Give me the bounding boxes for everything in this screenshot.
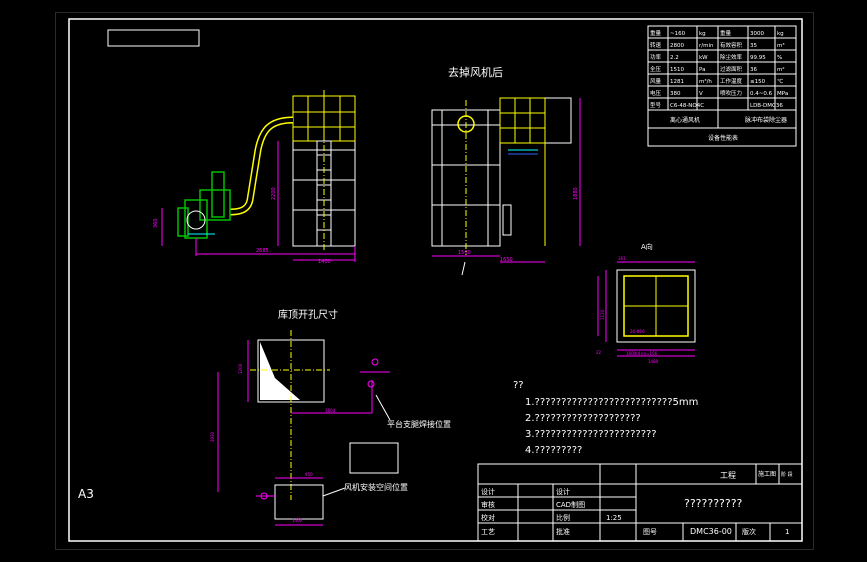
note-2: 2.????????????????????: [525, 413, 641, 424]
tb-drawing-no: DMC36-00: [690, 527, 732, 536]
tb-stage-sub: 阶 段: [781, 471, 793, 478]
spec-cell: 风量: [650, 78, 662, 85]
spec-equipment-label: 离心通风机: [670, 116, 700, 124]
rear-view: [431, 97, 581, 276]
corner-box: [107, 29, 200, 47]
tb-row2-right: 比例: [556, 513, 570, 522]
spec-cell: ~160: [670, 31, 686, 37]
title-roof-openings: 库顶开孔尺寸: [278, 308, 338, 321]
spec-cell: 全压: [650, 65, 662, 73]
dim-1400-front: 1400: [318, 259, 331, 265]
spec-cell: LDB-DMC36: [750, 103, 783, 109]
spec-cell: Pa: [699, 67, 705, 73]
spec-cell: m³: [777, 42, 785, 49]
tb-row1-label: 审核: [481, 500, 495, 509]
tb-row1-right: CAD制图: [556, 500, 585, 509]
a-view: [597, 261, 696, 357]
spec-cell: 功率: [650, 53, 662, 61]
dim-a-bottom: 1600(4×n=156: [626, 351, 658, 356]
tb-scale: 1:25: [606, 514, 622, 522]
spec-table-footer: 设备性能表: [708, 134, 738, 142]
spec-cell: 380: [670, 91, 681, 97]
tb-stage: 施工图: [758, 470, 776, 478]
tb-project-label: 工程: [720, 471, 736, 480]
dim-2685: 2685: [256, 248, 269, 254]
title-rear-view: 去掉风机后: [448, 65, 503, 79]
spec-cell: 有效容积: [720, 41, 743, 49]
tb-row3-right: 批准: [556, 527, 570, 536]
tb-row2-label: 校对: [481, 513, 495, 522]
note-1: 1.??????????????????????????5mm: [525, 397, 698, 408]
spec-cell: 1510: [670, 67, 684, 73]
dim-1604: 1604: [325, 408, 336, 413]
spec-cell: V: [699, 91, 703, 97]
spec-cell: 1281: [670, 79, 684, 85]
dim-1650: 1650: [500, 257, 513, 263]
fan-space-annotation: 风机安装空间位置: [344, 482, 408, 492]
spec-table: 重量 ~160 kg 重量 3000 kg 转速 2800 r/min 有效容积 35 m³ 功率 2.2…: [647, 25, 797, 147]
dim-a-side: 1120: [600, 309, 605, 320]
spec-cell: kW: [699, 55, 708, 61]
dim-1400-roof: 1400: [292, 518, 303, 523]
title-block: [477, 463, 803, 542]
spec-cell: C6-48-NO4C: [670, 103, 704, 109]
spec-cell: 过滤面积: [720, 65, 743, 73]
tb-version-label: 版次: [742, 527, 756, 536]
spec-cell: r/min: [699, 43, 714, 49]
dim-1500: 1500: [458, 250, 471, 256]
dim-1880: 1880: [573, 187, 579, 200]
outer-border: [68, 18, 803, 542]
tb-row3-label: 工艺: [481, 528, 495, 536]
paper-size: A3: [78, 487, 94, 501]
dim-3930: 3930: [210, 431, 215, 442]
dim-2200: 2200: [271, 187, 277, 200]
dim-360: 360: [153, 218, 159, 228]
spec-cell: 工作温度: [720, 77, 743, 85]
tb-version: 1: [785, 528, 789, 536]
spec-cell: ≤150: [750, 79, 766, 85]
spec-cell: m³/h: [699, 78, 712, 85]
dim-950: 950: [305, 472, 313, 477]
spec-cell: 36: [750, 67, 757, 73]
notes-heading: ??: [513, 380, 524, 391]
tb-row0-right: 设计: [556, 487, 570, 496]
spec-cell: 重量: [720, 29, 732, 37]
spec-cell: 电压: [650, 89, 662, 97]
spec-cell: 转速: [650, 41, 662, 49]
roof-plan: [217, 330, 399, 526]
spec-cell: 99.95: [750, 55, 766, 61]
tb-drawing-title: ??????????: [684, 497, 743, 510]
dim-22: 22: [596, 350, 602, 355]
spec-equipment-label: 脉冲布袋除尘器: [745, 116, 787, 124]
spec-cell: 重量: [650, 29, 662, 37]
spec-cell: kg: [777, 31, 784, 37]
note-3: 3.???????????????????????: [525, 429, 657, 440]
tb-drawing-no-label: 图号: [643, 528, 657, 536]
spec-cell: 除尘效率: [720, 53, 743, 61]
dim-a-hole: 26-Φ16: [630, 329, 645, 334]
spec-cell: 2.2: [670, 55, 679, 61]
spec-cell: 0.4~0.6: [750, 91, 773, 97]
dim-a-top: 161: [618, 256, 626, 261]
spec-cell: kg: [699, 31, 706, 37]
spec-cell: 喷吹压力: [720, 89, 742, 97]
title-a-view: A向: [641, 242, 653, 251]
note-4: 4.?????????: [525, 445, 582, 456]
dim-1480: 1480: [648, 359, 659, 364]
platform-leg-annotation: 平台支腿焊接位置: [387, 419, 451, 429]
spec-cell: 型号: [650, 101, 662, 109]
notes: ?? 1.??????????????????????????5mm 2.???…: [513, 380, 698, 456]
spec-cell: %: [777, 55, 782, 61]
spec-cell: 35: [750, 43, 757, 49]
dim-1200: 1200: [238, 363, 243, 374]
front-view: [161, 90, 356, 262]
spec-cell: 3000: [750, 31, 764, 37]
spec-cell: m²: [777, 66, 785, 73]
tb-row0-label: 设计: [481, 487, 495, 496]
spec-cell: ℃: [777, 78, 783, 85]
spec-cell: 2800: [670, 43, 684, 49]
spec-cell: MPa: [777, 91, 788, 97]
